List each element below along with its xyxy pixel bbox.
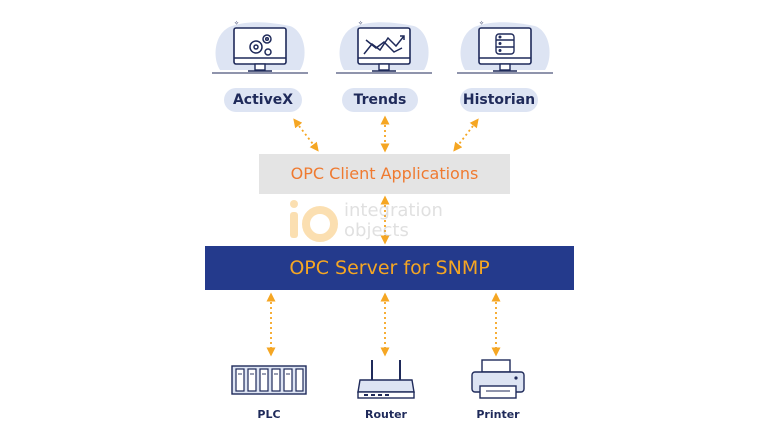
gears-icon xyxy=(249,34,272,56)
svg-text:✧: ✧ xyxy=(479,20,484,27)
watermark-line2: objects xyxy=(344,220,409,241)
printer-icon xyxy=(471,359,525,399)
monitor-historian-icon: ✧ xyxy=(457,20,553,74)
plc-icon xyxy=(231,365,307,395)
device-label-printer: Printer xyxy=(476,408,520,421)
svg-text:✧: ✧ xyxy=(234,20,239,27)
arrow-historian-client xyxy=(453,118,479,152)
monitor-activex-icon: ✧ xyxy=(212,20,308,74)
opc-server-for-snmp-box: OPC Server for SNMP xyxy=(205,246,574,290)
svg-text:✧: ✧ xyxy=(358,20,363,27)
io-logo-icon xyxy=(290,200,338,242)
app-label-activex: ActiveX xyxy=(224,88,302,112)
watermark-line1: integration xyxy=(344,200,443,221)
device-label-plc: PLC xyxy=(257,408,281,421)
trend-chart-icon xyxy=(363,35,405,55)
router-icon xyxy=(357,360,415,399)
monitor-trends-icon: ✧ xyxy=(336,20,432,74)
database-icon xyxy=(495,33,515,55)
integration-objects-watermark: integration objects xyxy=(286,196,486,244)
opc-client-applications-box: OPC Client Applications xyxy=(259,154,510,194)
app-label-trends: Trends xyxy=(342,88,418,112)
arrow-activex-client xyxy=(293,118,319,152)
app-label-historian: Historian xyxy=(460,88,538,112)
device-label-router: Router xyxy=(364,408,407,421)
